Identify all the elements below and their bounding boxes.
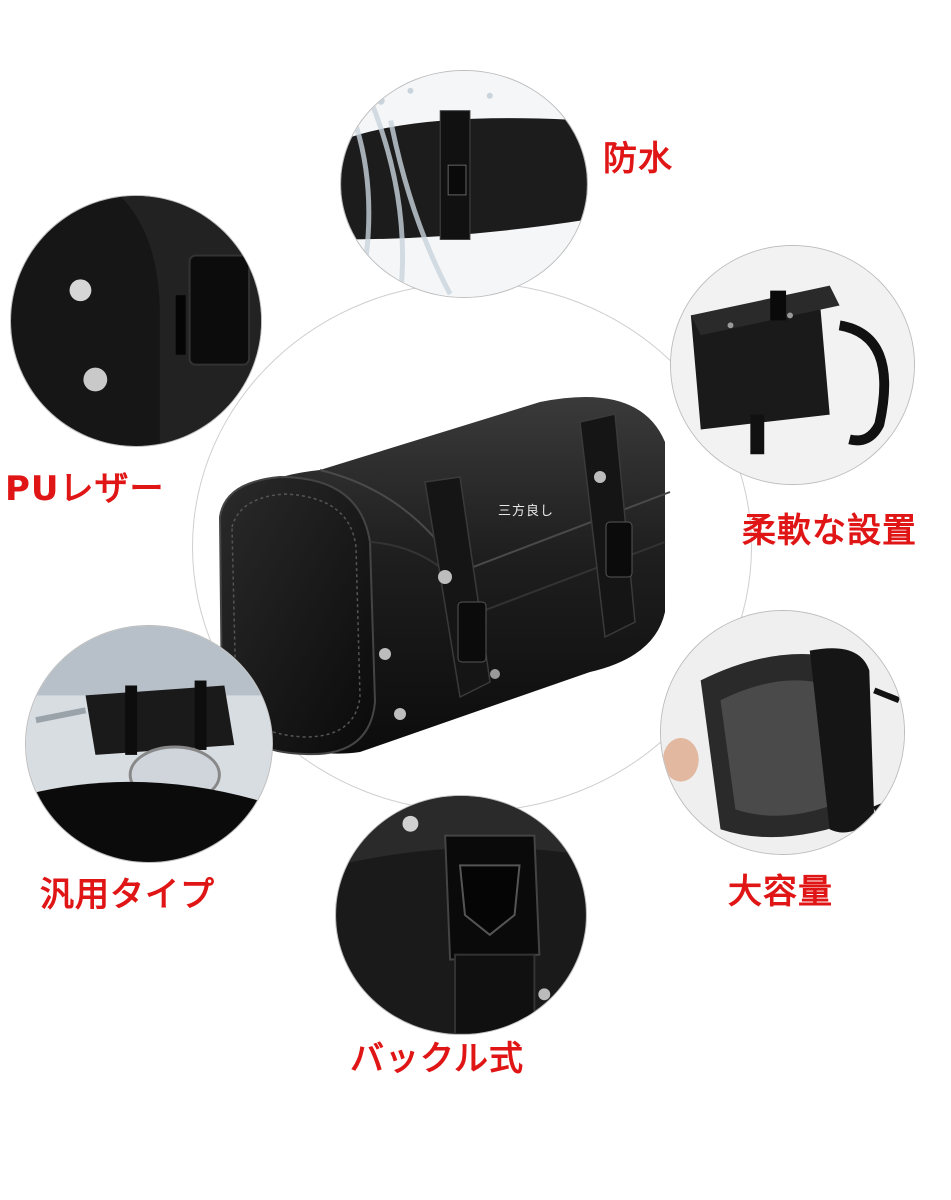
pu-leather-detail-image [10, 195, 262, 447]
label-waterproof: 防水 [603, 139, 673, 179]
label-universal-type: 汎用タイプ [40, 875, 215, 915]
large-capacity-detail-image [660, 610, 905, 855]
label-flexible-install: 柔軟な設置 [742, 511, 917, 551]
label-pu-leather: PUレザー [5, 469, 165, 509]
waterproof-detail-image [340, 70, 588, 298]
buckle-type-detail-image [335, 795, 587, 1035]
brand-mark: 三方良し [498, 504, 555, 519]
flexible-install-detail-image [670, 245, 915, 485]
label-large-capacity: 大容量 [728, 872, 833, 912]
universal-type-detail-image [25, 625, 273, 863]
label-buckle-type: バックル式 [350, 1039, 524, 1079]
tool-roll-bag-image [210, 382, 680, 762]
